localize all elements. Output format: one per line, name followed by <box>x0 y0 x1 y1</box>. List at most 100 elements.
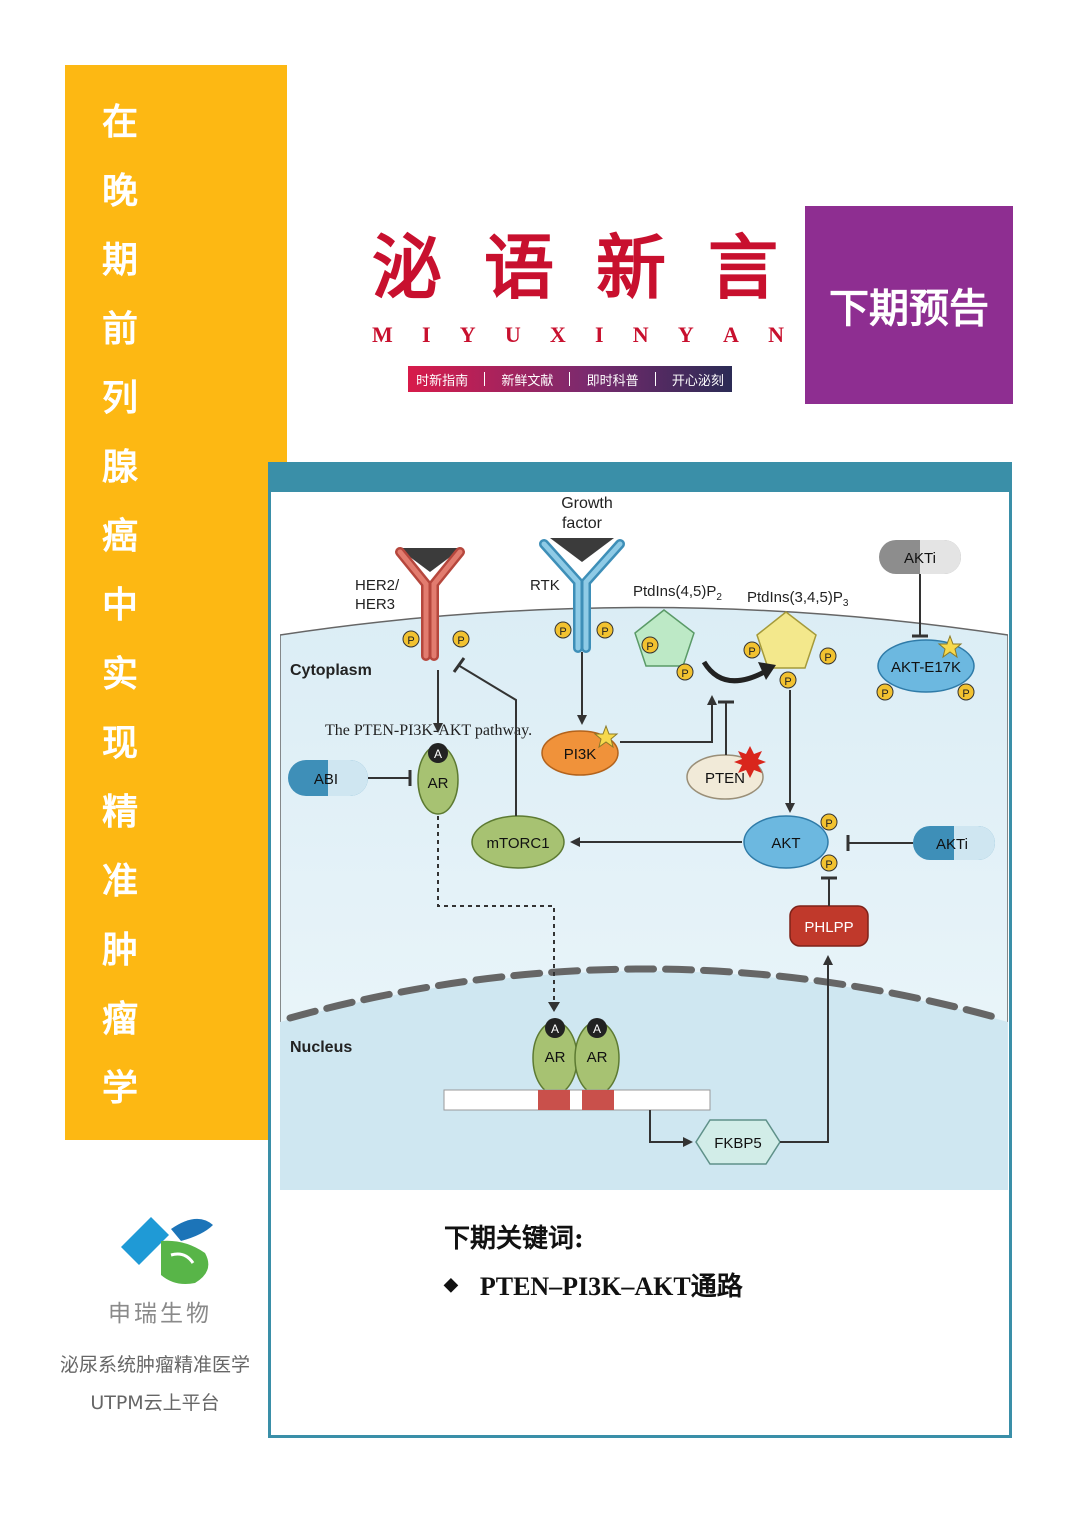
banner-char: 前 <box>101 309 138 350</box>
phospho-p-label: P <box>784 676 791 688</box>
banner-char: 期 <box>101 240 138 281</box>
mtorc1-feedback-line <box>457 664 517 816</box>
platform-line2: UTPM云上平台 <box>90 1392 220 1414</box>
her-label-line1: HER2/ <box>355 577 400 594</box>
logo-letter: N <box>768 322 784 347</box>
nucleus-label: Nucleus <box>290 1039 352 1056</box>
ptdins345-label: PtdIns(3,4,5)P3 <box>747 589 849 609</box>
growth-factor-label-line2: factor <box>562 515 603 532</box>
logo-letter: I <box>595 322 604 347</box>
platform-line1: 泌尿系统肿瘤精准医学 <box>59 1354 250 1376</box>
column-logo-title: 泌 语 新 言 <box>372 212 784 312</box>
phospho-p-icon <box>820 813 838 831</box>
phospho-p-icon <box>554 621 572 639</box>
response-element <box>582 1090 614 1110</box>
column-logo-subtitle: M I Y U X I N Y A N <box>372 322 784 348</box>
logo-tag-bar: 时新指南 新鲜文献 即时科普 开心泌刻 <box>408 366 732 392</box>
logo-char: 语 <box>484 226 556 309</box>
banner-char: 癌 <box>101 516 138 557</box>
conversion-arrow <box>701 660 770 684</box>
phospho-p-label: P <box>825 818 832 830</box>
keyword-item: ◆ PTEN–PI3K–AKT通路 <box>444 1266 743 1303</box>
logo-letter: Y <box>677 322 694 347</box>
phospho-p-icon <box>641 636 659 654</box>
logo-letter: Y <box>459 322 476 347</box>
androgen-a-label: A <box>551 1022 559 1036</box>
pathway-diagram: Cytoplasm Nucleus Growth factor HER2/ HE… <box>280 495 1008 1200</box>
phospho-p-icon <box>402 630 420 648</box>
banner-char: 腺 <box>101 447 138 488</box>
rtk-receptor <box>539 538 625 653</box>
ar-label: AR <box>587 1049 608 1066</box>
logo-letter: I <box>421 322 431 347</box>
fkbp5-to-phlpp-arrow <box>780 955 833 1143</box>
banner-char: 现 <box>101 723 138 764</box>
title-banner: 在 晚 期 前 列 腺 癌 中 实 现 精 准 肿 瘤 学 <box>65 65 287 1140</box>
phospho-p-icon <box>957 683 975 701</box>
banner-char: 精 <box>101 792 138 833</box>
phospho-p-label: P <box>962 688 969 700</box>
akt-node <box>743 815 829 869</box>
banner-char: 在 <box>101 102 138 143</box>
androgen-a-icon <box>587 1018 607 1038</box>
pi3k-activation-arrow <box>620 695 717 743</box>
phospho-p-icon <box>820 854 838 872</box>
logo-letter: U <box>504 322 521 347</box>
logo-char: 新 <box>596 226 668 309</box>
phospho-p-label: P <box>748 646 755 658</box>
banner-char: 准 <box>101 861 138 902</box>
logo-tag: 即时科普 <box>586 373 639 389</box>
nucleus-region <box>280 971 1008 1190</box>
mutation-burst-icon <box>734 746 766 778</box>
mutation-star-icon <box>937 634 963 659</box>
response-element <box>538 1090 570 1110</box>
pi3k-node <box>541 730 619 776</box>
logo-tag: 开心泌刻 <box>671 373 724 389</box>
akt-e17k-node <box>877 639 975 693</box>
phospho-p-label: P <box>681 668 688 680</box>
logo-tag: 新鲜文献 <box>501 373 554 389</box>
logo-letter: M <box>372 322 393 347</box>
mutation-star-icon <box>593 724 619 749</box>
figure-caption: The PTEN-PI3K-AKT pathway. <box>325 722 532 739</box>
logo-letter: X <box>549 322 566 347</box>
tag-divider <box>654 372 656 386</box>
pten-label: PTEN <box>705 770 745 787</box>
banner-char: 实 <box>101 654 138 695</box>
pi3k-label: PI3K <box>564 746 597 763</box>
akti-right-label: AKTi <box>936 836 968 853</box>
banner-char: 瘤 <box>101 999 138 1040</box>
growth-factor-label-line1: Growth <box>561 495 613 512</box>
logo-char: 泌 <box>372 226 444 309</box>
phospho-p-label: P <box>646 641 653 653</box>
phospho-p-icon <box>743 641 761 659</box>
mtorc1-node <box>471 815 565 869</box>
next-issue-preview-badge: 下期预告 <box>805 206 1013 404</box>
keyword-text: PTEN–PI3K–AKT通路 <box>479 1272 743 1301</box>
androgen-a-icon <box>428 743 448 763</box>
banner-char: 学 <box>101 1068 138 1109</box>
her-label-line2: HER3 <box>355 596 395 613</box>
her2-her3-receptor <box>395 547 465 661</box>
dna-to-fkbp5-arrow <box>649 1110 693 1147</box>
phospho-p-icon <box>452 630 470 648</box>
logo-letter: A <box>722 322 739 347</box>
ptdins45-label: PtdIns(4,5)P2 <box>633 583 722 603</box>
mtorc1-feedback-bar <box>452 657 466 673</box>
akt-label: AKT <box>771 835 800 852</box>
banner-char: 中 <box>101 585 138 626</box>
banner-char: 肿 <box>101 930 138 971</box>
company-name: 申瑞生物 <box>108 1301 212 1327</box>
androgen-a-label: A <box>434 747 442 761</box>
androgen-a-label: A <box>593 1022 601 1036</box>
phospho-p-label: P <box>457 635 464 647</box>
logo-tag: 时新指南 <box>416 373 469 389</box>
phospho-p-label: P <box>824 652 831 664</box>
banner-char: 列 <box>101 378 138 419</box>
fkbp5-label: FKBP5 <box>714 1135 762 1152</box>
phospho-p-icon <box>779 671 797 689</box>
company-logo-icon <box>121 1217 213 1284</box>
akti-top-label: AKTi <box>904 550 936 567</box>
akt-e17k-label: AKT-E17K <box>891 659 961 676</box>
nuclear-envelope <box>286 965 1002 1022</box>
